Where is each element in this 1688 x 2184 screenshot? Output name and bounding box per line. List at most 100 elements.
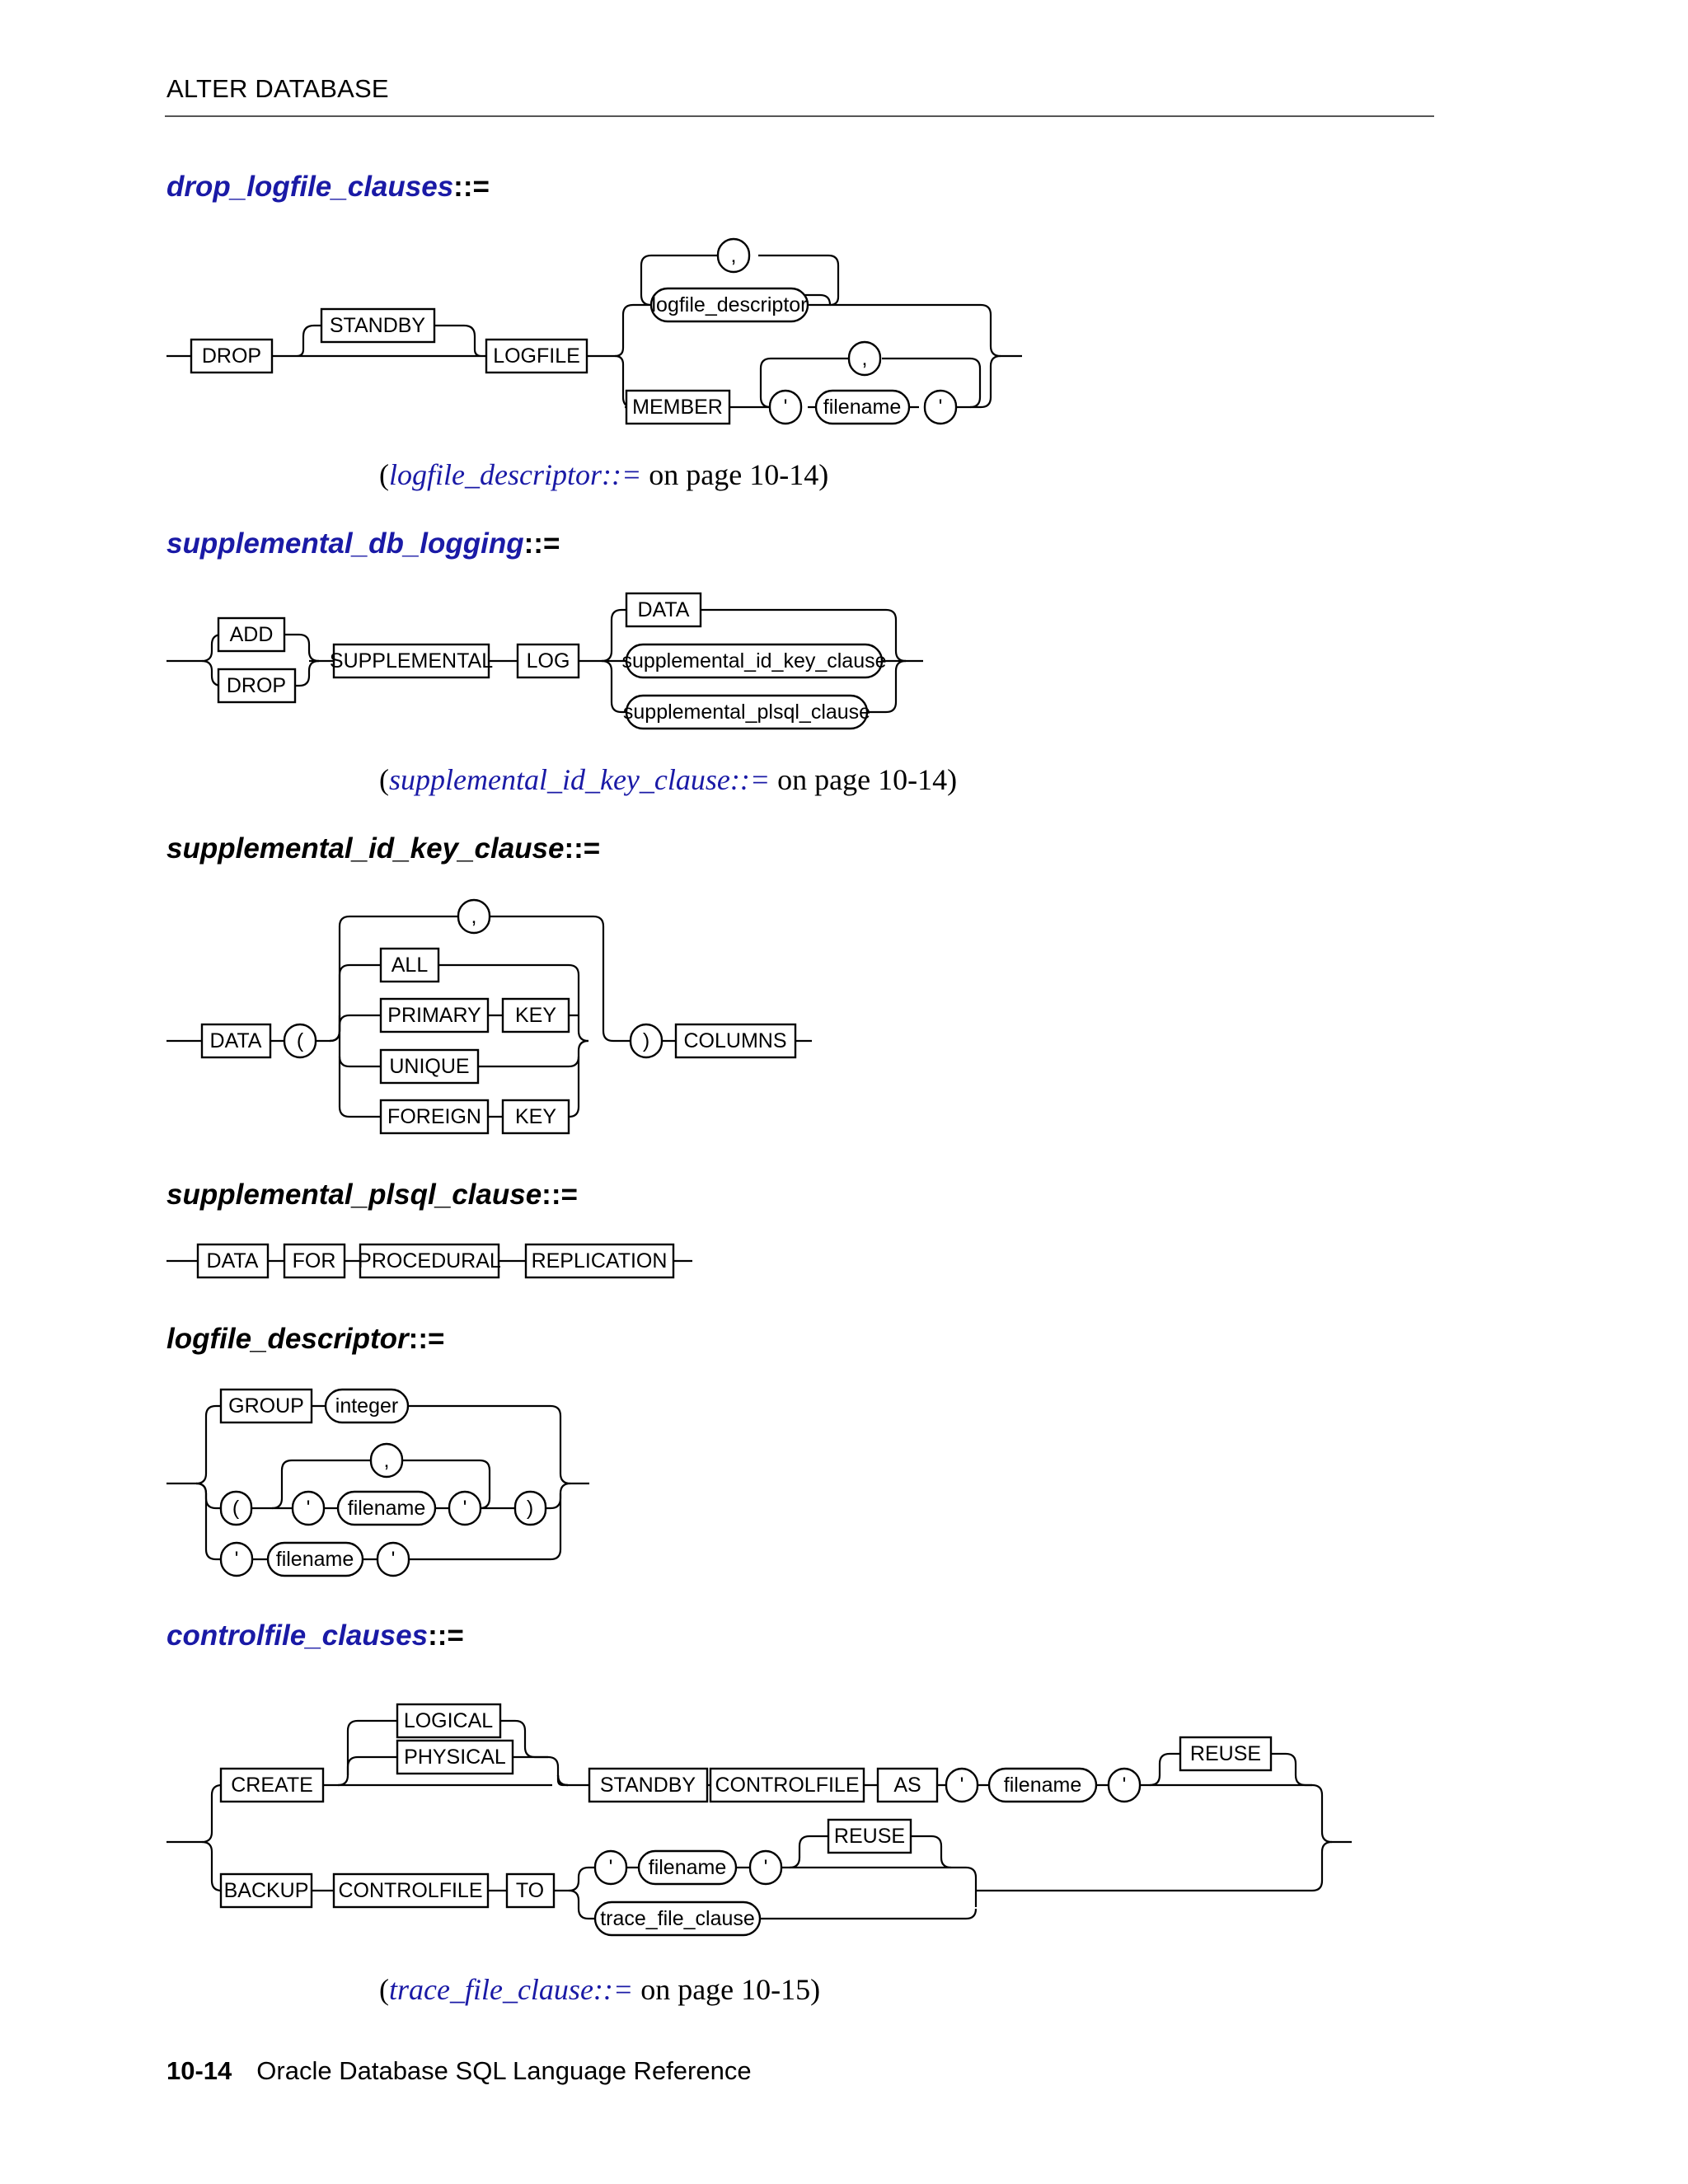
- rr-nonterminal-label: filename: [823, 396, 902, 419]
- rr-nonterminal: [649, 287, 809, 323]
- rr-keyword: [219, 1872, 313, 1909]
- rr-keyword: [501, 1099, 570, 1135]
- rr-nonterminal: [923, 389, 958, 425]
- rr-nonterminal-label: ,: [384, 1449, 390, 1472]
- rr-nonterminal: [369, 1442, 404, 1479]
- cross-reference: (logfile_descriptor::= on page 10-14): [379, 458, 829, 491]
- rr-nonterminals: ( , ): [283, 898, 663, 1059]
- rr-keyword: [379, 1099, 490, 1135]
- rr-nonterminal-label: ,: [862, 347, 868, 370]
- rr-keyword: [1179, 1736, 1273, 1772]
- rr-nonterminal: [625, 694, 869, 730]
- rr-keyword: [332, 643, 490, 679]
- rr-nonterminal: [457, 898, 491, 935]
- xref-link[interactable]: supplemental_id_key_clause::=: [389, 763, 771, 796]
- rr-terminals: DATA FOR PROCEDURAL REPLICATION: [196, 1243, 675, 1279]
- rr-nonterminal: [637, 1849, 738, 1886]
- syntax-name-link[interactable]: drop_logfile_clauses: [166, 171, 454, 203]
- rr-keyword: [524, 1243, 675, 1279]
- syntax-name: logfile_descriptor: [166, 1323, 409, 1355]
- syntax-op: ::=: [542, 1179, 578, 1211]
- rr-nonterminal: [945, 1767, 979, 1803]
- rr-keyword-label: REUSE: [834, 1825, 905, 1848]
- rr-keyword-label: ALL: [392, 954, 429, 977]
- heading-controlfile-clauses[interactable]: controlfile_clauses::=: [166, 1619, 464, 1652]
- cross-reference: (trace_file_clause::= on page 10-15): [379, 1973, 821, 2006]
- rr-keyword: [219, 1767, 325, 1803]
- rr-nonterminal-label: trace_file_clause: [600, 1907, 755, 1930]
- rr-keyword: [219, 1388, 313, 1424]
- rr-nonterminal-label: supplemental_plsql_clause: [623, 701, 870, 724]
- rr-keyword-label: TO: [516, 1879, 544, 1902]
- rr-nonterminal: [219, 1490, 253, 1526]
- rr-keyword: [217, 668, 297, 704]
- xref-link[interactable]: trace_file_clause::=: [389, 1973, 634, 2006]
- rr-nonterminal-label: logfile_descriptor: [652, 293, 808, 316]
- rr-keyword: [217, 616, 286, 653]
- rr-nonterminal-label: supplemental_id_key_clause: [621, 649, 886, 673]
- syntax-op: ::=: [428, 1619, 464, 1652]
- rr-keyword-label: ADD: [230, 623, 274, 646]
- rr-nonterminal-label: filename: [649, 1856, 727, 1879]
- rr-keyword-label: FOR: [293, 1249, 336, 1272]
- rr-keyword-label: AS: [893, 1774, 921, 1797]
- running-header: ALTER DATABASE: [166, 74, 389, 103]
- rr-keyword-label: PRIMARY: [387, 1004, 481, 1027]
- heading-supplemental-db-logging[interactable]: supplemental_db_logging::=: [166, 527, 560, 560]
- rr-keyword: [283, 1243, 346, 1279]
- rr-nonterminal-label: filename: [1004, 1774, 1082, 1797]
- rr-nonterminal-label: ': [235, 1548, 239, 1571]
- xref-text: on page 10-15: [633, 1973, 811, 2006]
- syntax-name-link[interactable]: supplemental_db_logging: [166, 527, 524, 560]
- rr-nonterminals: ' filename ' ' filename ' trace_file_cla…: [593, 1767, 1142, 1937]
- rr-nonterminal: [1107, 1767, 1142, 1803]
- rr-keyword-label: STANDBY: [600, 1774, 696, 1797]
- rr-keyword: [359, 1243, 500, 1279]
- rr-keyword-label: DATA: [638, 598, 690, 621]
- rr-terminals: DATA ALL PRIMARY KEY UNIQUE FOREIGN KEY …: [200, 947, 797, 1135]
- rr-nonterminal-label: ': [609, 1856, 613, 1879]
- rr-nonterminal-label: ': [764, 1856, 768, 1879]
- rr-nonterminal-label: ': [960, 1774, 964, 1797]
- rr-nonterminal: [266, 1541, 364, 1577]
- rr-nonterminals: integer , ( ' filename ' ) ' filename ': [219, 1388, 547, 1577]
- rr-nonterminal-label: ': [392, 1548, 396, 1571]
- rr-keyword-label: CONTROLFILE: [715, 1774, 859, 1797]
- syntax-name-link[interactable]: controlfile_clauses: [166, 1619, 429, 1652]
- rr-keyword-label: BACKUP: [224, 1879, 309, 1902]
- rr-keyword-label: GROUP: [228, 1394, 304, 1418]
- rr-nonterminal: [376, 1541, 410, 1577]
- rr-lines: [166, 254, 1022, 409]
- rr-keyword-label: LOG: [527, 649, 570, 673]
- rr-nonterminal: [847, 340, 882, 377]
- rr-keyword: [505, 1872, 556, 1909]
- rr-nonterminal: [716, 237, 751, 274]
- xref-link[interactable]: logfile_descriptor::=: [389, 458, 642, 491]
- heading-drop-logfile-clauses[interactable]: drop_logfile_clauses::=: [166, 171, 490, 204]
- syntax-name: supplemental_plsql_clause: [166, 1179, 542, 1211]
- syntax-op: ::=: [453, 171, 490, 203]
- syntax-op: ::=: [408, 1323, 445, 1355]
- rr-nonterminal-label: ): [527, 1497, 533, 1520]
- rr-nonterminal: [324, 1388, 410, 1424]
- rr-nonterminal: [625, 643, 884, 679]
- rr-nonterminal: [768, 389, 803, 425]
- rr-keyword-label: DATA: [207, 1249, 259, 1272]
- xref-text: on page 10-14: [641, 458, 819, 491]
- rr-keyword-label: COLUMNS: [683, 1029, 786, 1052]
- rr-keyword: [332, 1872, 490, 1909]
- rr-keyword: [674, 1023, 797, 1059]
- rr-keyword: [196, 1243, 270, 1279]
- rr-keyword: [379, 947, 440, 983]
- rr-nonterminal-label: ': [784, 396, 788, 419]
- rr-nonterminal-label: ,: [731, 244, 737, 267]
- syntax-op: ::=: [564, 832, 601, 865]
- book-title: Oracle Database SQL Language Reference: [256, 2056, 752, 2085]
- header-rule: [165, 115, 1434, 117]
